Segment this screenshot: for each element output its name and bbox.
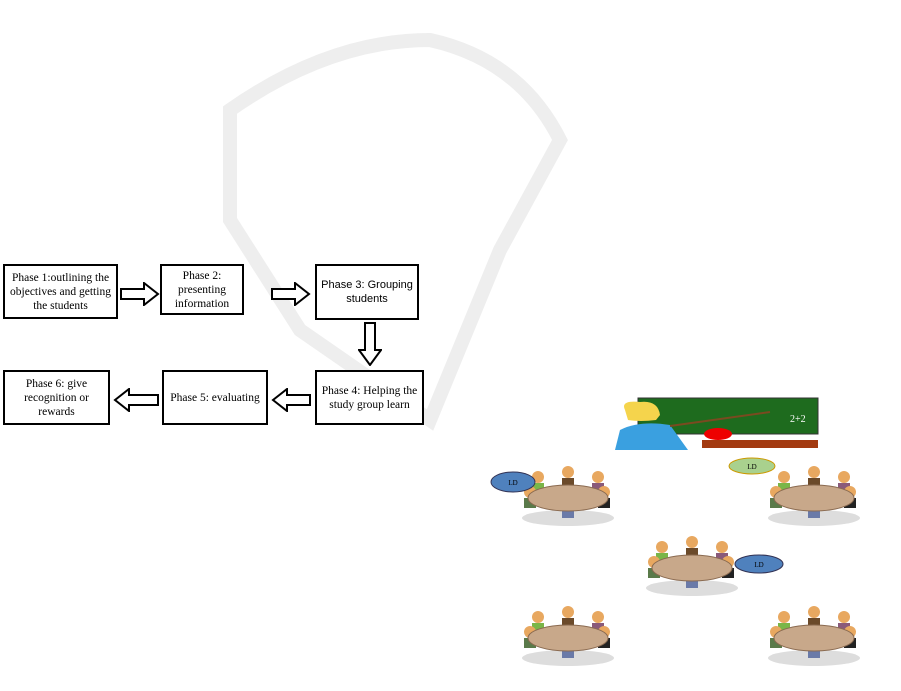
group-table-icon [646,536,738,596]
svg-text:LD: LD [747,463,756,471]
phase-2-box: Phase 2: presenting information [160,264,244,315]
phase-4-box: Phase 4: Helping the study group learn [315,370,424,425]
classroom-illustration: 2+2 LD LD LD [490,397,860,666]
group-table-icon [522,466,614,526]
phase-5-box: Phase 5: evaluating [162,370,268,425]
arrow-right-icon [120,282,160,306]
speech-bubble: LD [490,471,536,493]
arrow-down-icon [358,322,382,366]
svg-text:LD: LD [508,479,517,487]
svg-text:LD: LD [754,561,763,569]
group-table-icon [522,606,614,666]
phase-6-box: Phase 6: give recognition or rewards [3,370,110,425]
group-table-icon [768,606,860,666]
phase-1-box: Phase 1:outlining the objectives and get… [3,264,118,319]
arrow-right-icon [271,282,311,306]
speech-bubble: LD [728,457,776,475]
group-table-icon [768,466,860,526]
speech-bubble: LD [734,554,784,574]
teacher-icon: 2+2 [615,397,819,450]
phase-3-box: Phase 3: Grouping students [315,264,419,320]
arrow-left-icon [271,388,311,412]
svg-text:2+2: 2+2 [790,414,806,425]
arrow-left-icon [113,388,159,412]
